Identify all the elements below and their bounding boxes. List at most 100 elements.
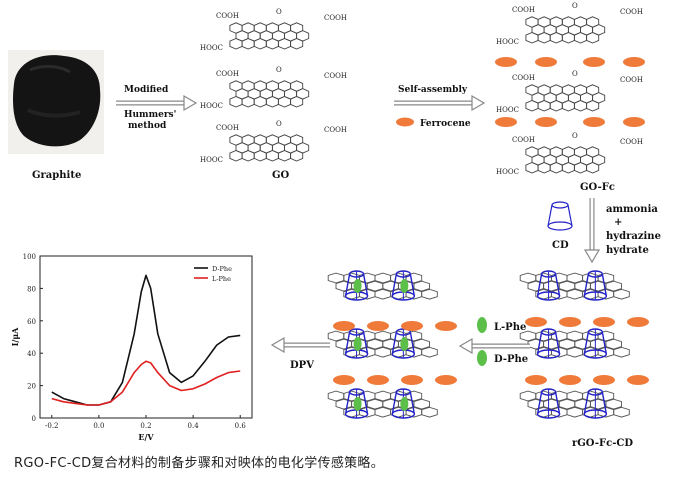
cooh-label: COOH	[512, 74, 535, 82]
y-tick-label: 80	[27, 285, 36, 293]
hooc-label: HOOC	[496, 106, 519, 114]
cd-cavity	[391, 388, 416, 419]
cooh-label: COOH	[216, 70, 239, 78]
graphene-layer-2	[327, 328, 438, 359]
o-label: O	[276, 66, 282, 74]
o-label: O	[276, 8, 282, 16]
graphene-layer-1	[327, 270, 438, 301]
arrow-self-assembly	[394, 94, 486, 112]
ferrocene-particle	[435, 321, 457, 331]
o-label: O	[572, 70, 578, 78]
x-tick-label: 0.0	[93, 422, 104, 430]
y-tick-label: 20	[27, 383, 36, 391]
hooc-label: HOOC	[200, 102, 223, 110]
l-phe-icon	[477, 317, 487, 333]
figure-caption: RGO-FC-CD复合材料的制备步骤和对映体的电化学传感策略。	[14, 456, 385, 471]
arrow-modified-hummers	[116, 94, 198, 112]
phe-molecule	[353, 337, 362, 351]
go-label: GO	[272, 170, 290, 181]
plot-frame	[39, 255, 253, 419]
cd-cavity	[536, 270, 561, 301]
o-label: O	[572, 2, 578, 10]
ferrocene-particle	[535, 117, 557, 127]
cd-cavity	[536, 328, 561, 359]
arrow-dpv	[270, 336, 330, 354]
legend-label: L-Phe	[212, 275, 231, 283]
ferrocene-particle	[627, 375, 649, 385]
y-tick-label: 100	[23, 253, 36, 261]
dpv-label: DPV	[290, 360, 314, 371]
step3-plus: +	[614, 217, 622, 228]
phe-molecule	[353, 397, 362, 411]
cd-cavity	[344, 328, 369, 359]
cd-cavity	[391, 328, 416, 359]
step3-hydrate: hydrate	[606, 245, 649, 256]
cooh-label: COOH	[512, 136, 535, 144]
phe-molecule	[353, 279, 362, 293]
ferrocene-legend-icon	[396, 117, 414, 127]
d-phe-label: D-Phe	[494, 354, 528, 365]
ferrocene-particle	[401, 375, 423, 385]
x-tick-label: 0.2	[140, 422, 151, 430]
ferrocene-particle	[495, 57, 517, 67]
ferrocene-particle	[333, 321, 355, 331]
ferrocene-particle	[583, 57, 605, 67]
cooh-label: COOH	[324, 14, 347, 22]
ferrocene-particle	[435, 375, 457, 385]
ferrocene-particle	[559, 375, 581, 385]
ferrocene-particle	[525, 375, 547, 385]
phe-molecule	[400, 337, 409, 351]
ferrocene-particle	[525, 317, 547, 327]
y-tick-label: 0	[32, 415, 36, 423]
ferrocene-particle	[593, 317, 615, 327]
graphene-layer-3	[519, 388, 630, 419]
cd-cavity	[536, 388, 561, 419]
graphite-photo	[8, 50, 104, 154]
y-tick-label: 40	[27, 350, 36, 358]
l-phe-label: L-Phe	[494, 322, 526, 333]
ferrocene-label: Ferrocene	[420, 119, 471, 129]
y-axis-label: I/μA	[10, 327, 20, 347]
graphene-layer-1	[519, 270, 630, 301]
cooh-label: COOH	[324, 72, 347, 80]
step2-label: Self-assembly	[398, 85, 468, 95]
ferrocene-particle	[583, 117, 605, 127]
rgo-fc-cd-phe-stack	[327, 270, 457, 419]
ferrocene-particle	[559, 317, 581, 327]
hooc-label: HOOC	[496, 38, 519, 46]
cooh-label: COOH	[620, 76, 643, 84]
step1-label-method: method	[128, 121, 167, 131]
cd-cavity	[344, 388, 369, 419]
hooc-label: HOOC	[200, 156, 223, 164]
cooh-label: COOH	[216, 124, 239, 132]
o-label: O	[572, 132, 578, 140]
ferrocene-particle	[367, 321, 389, 331]
cd-legend-icon	[547, 201, 573, 231]
phe-molecule	[400, 397, 409, 411]
x-tick-label: -0.2	[45, 422, 59, 430]
cd-cavity	[583, 270, 608, 301]
d-phe-icon	[477, 350, 487, 366]
ferrocene-particle	[401, 321, 423, 331]
hooc-label: HOOC	[200, 44, 223, 52]
graphene-layer-2	[519, 328, 630, 359]
ferrocene-particle	[333, 375, 355, 385]
cd-cavity	[583, 388, 608, 419]
y-tick-label: 60	[27, 318, 36, 326]
step3-ammonia: ammonia	[606, 204, 658, 215]
x-tick-label: 0.6	[235, 422, 247, 430]
cd-cavity	[391, 270, 416, 301]
legend-label: D-Phe	[212, 265, 232, 273]
arrow-phe-binding	[458, 337, 530, 355]
cd-label: CD	[552, 240, 569, 251]
arrow-reduction	[583, 198, 601, 264]
cooh-label: COOH	[620, 8, 643, 16]
cooh-label: COOH	[324, 126, 347, 134]
go-fc-sheet-2: COOH O COOH HOOC	[496, 70, 643, 114]
ferrocene-particle	[623, 117, 645, 127]
